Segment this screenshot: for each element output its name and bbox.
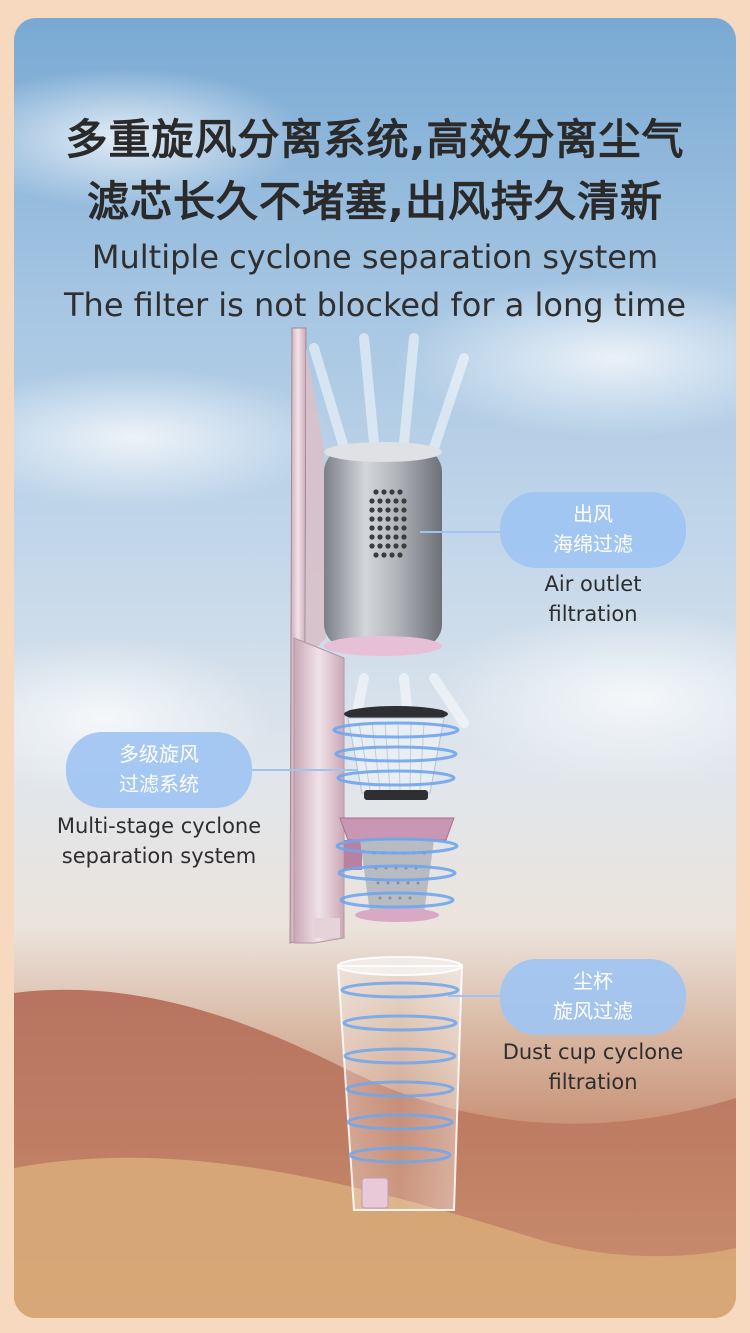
headline-cn-line1: 多重旋风分离系统,高效分离尘气 <box>65 115 685 164</box>
callout-multistage-cn-1: 多级旋风 <box>119 742 199 766</box>
headline-en-line1: Multiple cyclone separation system <box>91 238 659 276</box>
callout-multistage-en-1: Multi-stage cyclone <box>56 814 262 838</box>
callout-dustcup-pill: 尘杯 旋风过滤 <box>500 959 686 1035</box>
callout-multistage-cn-2: 过滤系统 <box>119 772 199 796</box>
callout-multistage-en-2: separation system <box>61 844 257 868</box>
callout-outlet-caption: Air outlet filtration <box>484 569 702 629</box>
callout-dustcup-en-1: Dust cup cyclone <box>502 1040 684 1064</box>
callout-dustcup-cn-1: 尘杯 <box>573 969 613 993</box>
product-card: 多重旋风分离系统,高效分离尘气 滤芯长久不堵塞,出风持久清新 Multiple … <box>14 18 736 1318</box>
callout-outlet-cn-1: 出风 <box>573 502 613 526</box>
callout-multistage-pill: 多级旋风 过滤系统 <box>66 732 252 808</box>
callout-dustcup-caption: Dust cup cyclone filtration <box>476 1037 710 1097</box>
callout-outlet-en-1: Air outlet <box>544 572 642 596</box>
callout-outlet-pill: 出风 海绵过滤 <box>500 492 686 568</box>
callout-outlet-cn-2: 海绵过滤 <box>553 532 633 556</box>
callout-outlet-en-2: filtration <box>548 602 638 626</box>
callout-dustcup-cn-2: 旋风过滤 <box>553 999 633 1023</box>
callout-dustcup-en-2: filtration <box>548 1070 638 1094</box>
callout-multistage-caption: Multi-stage cyclone separation system <box>32 811 286 871</box>
headline-en-line2: The filter is not blocked for a long tim… <box>63 286 687 324</box>
vacuum-cleaner-illustration <box>14 68 736 1318</box>
headline-cn-line2: 滤芯长久不堵塞,出风持久清新 <box>87 177 663 226</box>
